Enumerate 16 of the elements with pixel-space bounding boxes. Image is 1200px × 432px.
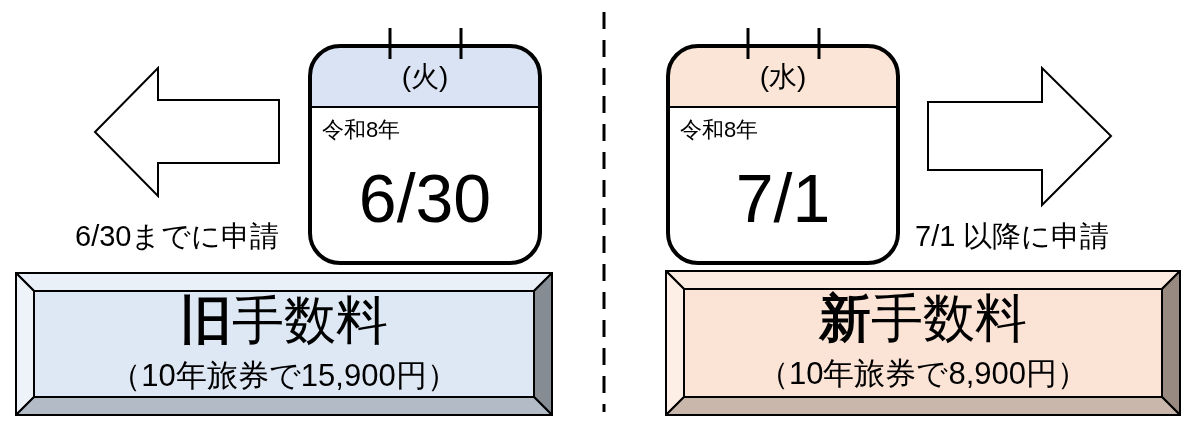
date-number: 6/30 [358, 164, 492, 232]
fee-panel [665, 270, 1181, 416]
fee-title: 新手数料 [819, 292, 1027, 344]
date-number: 7/1 [735, 164, 831, 232]
fee-note: （10年旅券で15,900円） [110, 360, 458, 391]
application-note: 6/30までに申請 [75, 222, 280, 251]
fee-panel [15, 272, 553, 416]
weekday-label: (火) [401, 63, 449, 91]
year-label: 令和8年 [322, 119, 401, 141]
fee-note: （10年旅券で8,900円） [757, 358, 1089, 389]
calendar [666, 26, 900, 265]
calendar [308, 26, 542, 265]
application-note: 7/1 以降に申請 [915, 222, 1110, 251]
fee-title: 旧手数料 [180, 294, 388, 346]
weekday-label: (水) [759, 63, 807, 91]
year-label: 令和8年 [680, 119, 759, 141]
